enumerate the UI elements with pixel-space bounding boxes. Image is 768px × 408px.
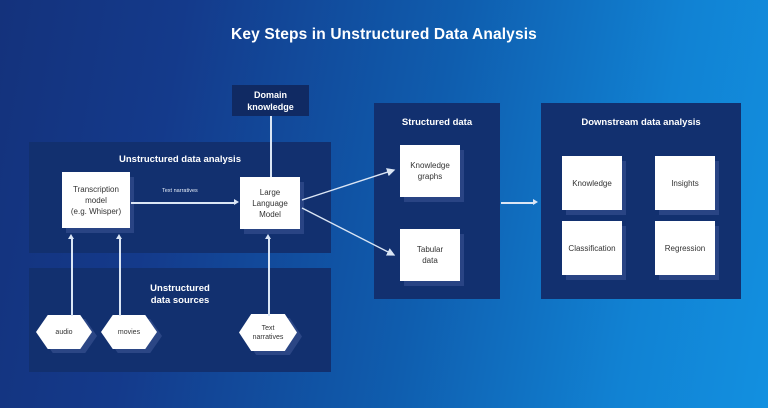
- page-title: Key Steps in Unstructured Data Analysis: [231, 26, 537, 43]
- edge-label-text-narratives: Text narratives: [162, 188, 198, 194]
- arrowhead-audio-to-transcription: [68, 234, 74, 239]
- panel-title-unstructured-data-analysis: Unstructured data analysis: [119, 154, 241, 165]
- connector-audio-to-transcription: [71, 238, 73, 316]
- panel-title-downstream-data-analysis: Downstream data analysis: [581, 117, 701, 128]
- source-movies-label: movies: [101, 315, 157, 349]
- connector-domain-knowledge-to-llm: [270, 116, 272, 179]
- node-insights[interactable]: Insights: [655, 156, 715, 210]
- source-audio-label: audio: [36, 315, 92, 349]
- node-knowledge[interactable]: Knowledge: [562, 156, 622, 210]
- arrowhead-transcription-to-llm: [234, 198, 239, 205]
- node-source-movies[interactable]: movies: [101, 315, 162, 353]
- connector-structured-to-downstream: [501, 202, 535, 204]
- arrowhead-text-narratives-to-llm: [265, 234, 271, 239]
- node-classification[interactable]: Classification: [562, 221, 622, 275]
- arrowhead-structured-to-downstream: [533, 198, 538, 205]
- connector-transcription-to-llm: [131, 202, 236, 204]
- arrowhead-movies-to-transcription: [116, 234, 122, 239]
- connector-text-narratives-to-llm: [268, 238, 270, 316]
- node-source-audio[interactable]: audio: [36, 315, 97, 353]
- connector-movies-to-transcription: [119, 238, 121, 316]
- panel-title-structured-data: Structured data: [401, 117, 473, 128]
- node-regression[interactable]: Regression: [655, 221, 715, 275]
